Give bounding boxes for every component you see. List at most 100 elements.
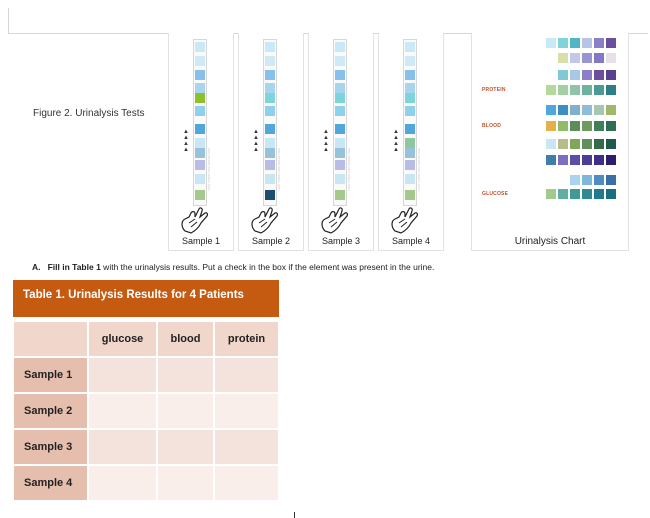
chart-swatch <box>558 155 568 165</box>
strip-pad <box>405 93 415 103</box>
chart-swatch <box>594 189 604 199</box>
chart-row: BLOOD <box>472 121 628 131</box>
checkbox-cell[interactable] <box>156 428 215 466</box>
chart-swatch <box>582 189 592 199</box>
chart-swatch <box>558 38 568 48</box>
strip-pad <box>405 42 415 52</box>
chart-swatch <box>546 38 556 48</box>
checkbox-cell[interactable] <box>156 356 215 394</box>
chart-row <box>472 70 628 80</box>
chart-row <box>472 105 628 115</box>
strip-pad <box>335 160 345 170</box>
chart-swatch <box>558 70 568 80</box>
chart-swatch <box>594 38 604 48</box>
chart-swatch <box>582 139 592 149</box>
checkbox-cell[interactable] <box>87 356 159 394</box>
chart-swatch <box>594 85 604 95</box>
checkbox-cell[interactable] <box>87 392 159 430</box>
instruction-bold: Fill in Table 1 <box>47 262 101 272</box>
chart-swatch <box>594 105 604 115</box>
strip-pad <box>265 190 275 200</box>
checkbox-cell[interactable] <box>213 356 280 394</box>
arrow-markers-icon: ▲▲▲▲ <box>183 129 189 153</box>
test-strip <box>193 39 207 206</box>
checkbox-cell[interactable] <box>213 464 280 502</box>
chart-swatch <box>570 38 580 48</box>
test-strip <box>263 39 277 206</box>
table-row: Sample 2 <box>11 392 280 430</box>
strip-pad <box>195 93 205 103</box>
strip-pad <box>335 124 345 134</box>
hand-icon <box>181 207 208 234</box>
page-corner-mark <box>8 8 9 33</box>
strip-pad <box>405 83 415 93</box>
instruction-rest: with the urinalysis results. Put a check… <box>100 262 435 272</box>
chart-swatch <box>546 189 556 199</box>
checkbox-cell[interactable] <box>87 428 159 466</box>
checkbox-cell[interactable] <box>213 392 280 430</box>
chart-row-name: GLUCOSE <box>482 191 509 197</box>
strip-pad <box>405 160 415 170</box>
chart-row <box>472 38 628 48</box>
strip-pad <box>195 148 205 158</box>
results-table: glucose blood protein Sample 1 Sample 2 … <box>11 320 280 502</box>
strip-pad <box>195 83 205 93</box>
strip-pad <box>195 106 205 116</box>
chart-swatch <box>606 139 616 149</box>
strip-pad <box>195 42 205 52</box>
hand-icon <box>391 207 418 234</box>
strip-pad <box>405 106 415 116</box>
chart-swatch <box>558 105 568 115</box>
test-strip <box>333 39 347 206</box>
strip-pad <box>265 160 275 170</box>
checkbox-cell[interactable] <box>156 464 215 502</box>
chart-row-name: PROTEIN <box>482 87 506 93</box>
header-blood: blood <box>156 320 215 358</box>
strip-pad <box>265 83 275 93</box>
strip-pad <box>335 106 345 116</box>
urinalysis-chart-panel: PROTEIN BLOOD GLUCOSE Urinalysis Chart <box>471 33 629 251</box>
checkbox-cell[interactable] <box>213 428 280 466</box>
chart-swatch <box>570 189 580 199</box>
chart-swatch <box>570 139 580 149</box>
strip-pad <box>265 138 275 148</box>
chart-swatch <box>606 53 616 63</box>
chart-swatch <box>582 175 592 185</box>
checkbox-cell[interactable] <box>156 392 215 430</box>
checkbox-cell[interactable] <box>87 464 159 502</box>
strip-pad <box>195 124 205 134</box>
chart-swatch <box>594 139 604 149</box>
strip-pad <box>265 106 275 116</box>
arrow-markers-icon: ▲▲▲▲ <box>323 129 329 153</box>
chart-swatch <box>570 70 580 80</box>
chart-swatch <box>582 70 592 80</box>
chart-swatch <box>570 105 580 115</box>
chart-swatch <box>594 53 604 63</box>
chart-swatch <box>558 139 568 149</box>
row-label: Sample 3 <box>11 428 90 466</box>
strip-pad <box>265 70 275 80</box>
table-title: Table 1. Urinalysis Results for 4 Patien… <box>13 280 279 317</box>
strip-pad <box>405 56 415 66</box>
strip-pad <box>335 93 345 103</box>
strip-pad <box>265 148 275 158</box>
chart-swatch <box>546 85 556 95</box>
chart-swatch <box>546 105 556 115</box>
strip-pad <box>405 148 415 158</box>
header-glucose: glucose <box>87 320 159 358</box>
chart-row <box>472 155 628 165</box>
chart-swatch <box>570 85 580 95</box>
strip-pad <box>335 56 345 66</box>
chart-swatch <box>558 121 568 131</box>
hand-icon <box>251 207 278 234</box>
chart-swatch <box>582 121 592 131</box>
strip-pad <box>195 160 205 170</box>
chart-swatch <box>570 155 580 165</box>
instruction-prefix: A. <box>32 262 41 272</box>
chart-swatch <box>606 121 616 131</box>
chart-row-name: BLOOD <box>482 123 502 129</box>
hand-icon <box>321 207 348 234</box>
row-label: Sample 1 <box>11 356 90 394</box>
chart-label: Urinalysis Chart <box>514 236 586 247</box>
